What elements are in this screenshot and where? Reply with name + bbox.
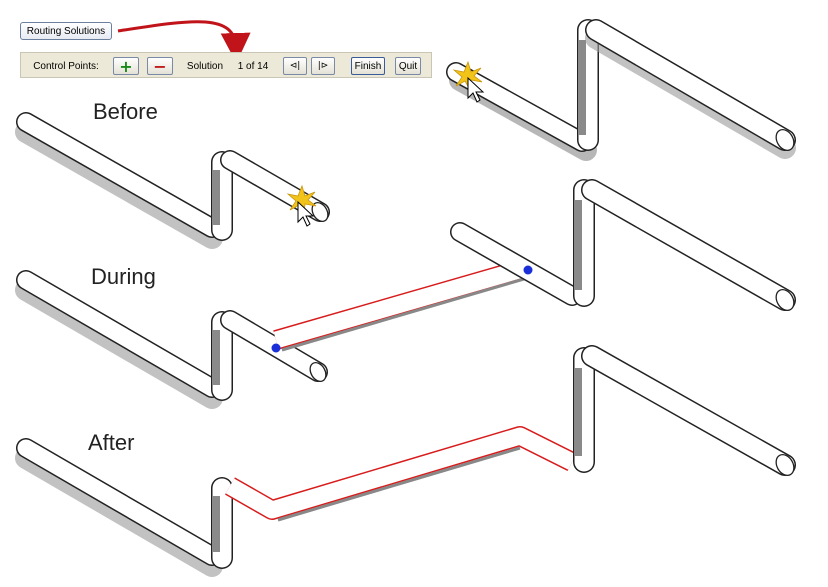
control-points-label: Control Points: — [33, 60, 99, 72]
control-point-dot[interactable] — [523, 265, 533, 275]
pipe-route-top-right — [446, 19, 796, 161]
caption-during: During — [91, 264, 156, 289]
add-control-point-button[interactable]: + — [113, 57, 139, 76]
solution-counter: 1 of 14 — [237, 60, 269, 72]
mouse-pointer-icon — [297, 200, 315, 227]
caption-after: After — [88, 430, 135, 455]
red-arrow-icon — [117, 20, 251, 63]
pipe-route-after — [15, 345, 796, 577]
control-point-dot[interactable] — [271, 343, 281, 353]
remove-control-point-button[interactable]: − — [147, 57, 173, 76]
mouse-pointer-icon — [467, 76, 485, 103]
next-solution-button[interactable]: |⊳ — [311, 57, 335, 75]
solution-label: Solution — [186, 60, 224, 72]
previous-solution-button[interactable]: ⊲| — [283, 57, 307, 75]
pipe-route-during — [15, 179, 796, 409]
routing-solutions-button[interactable]: Routing Solutions — [20, 22, 112, 40]
caption-before: Before — [93, 99, 158, 124]
quit-button[interactable]: Quit — [395, 57, 421, 75]
routing-toolbar: Control Points: + − Solution 1 of 14 ⊲| … — [20, 52, 432, 78]
pipe-route-before — [15, 112, 330, 249]
finish-button[interactable]: Finish — [351, 57, 385, 75]
